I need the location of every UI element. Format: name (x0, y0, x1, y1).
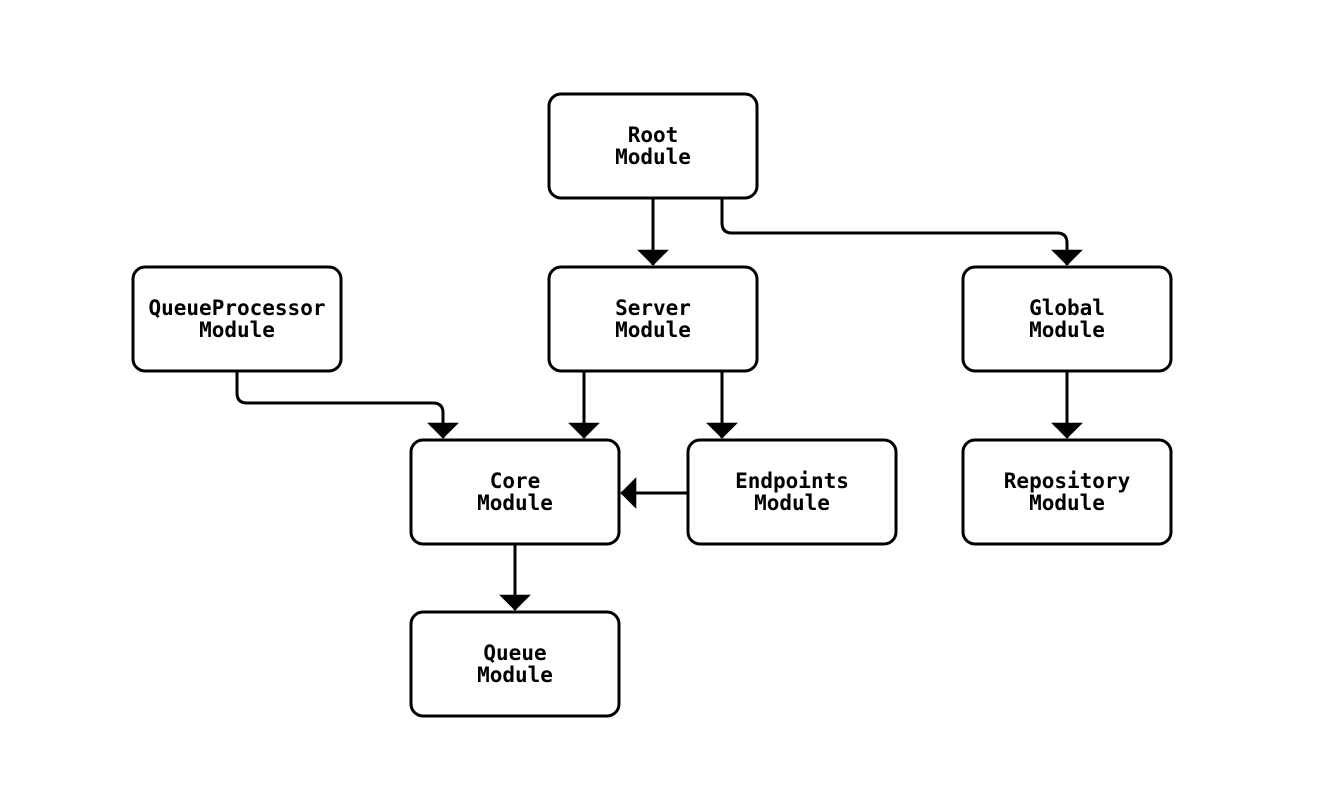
node-endpoints-module-box (686, 438, 898, 546)
node-queueprocessor-module-label-line2: Module (199, 318, 275, 342)
node-queue-module: Queue Module (409, 610, 621, 718)
node-queue-module-box (409, 610, 621, 718)
node-server-module-label-line2: Module (615, 318, 691, 342)
node-repository-module: Repository Module (961, 438, 1173, 546)
node-repository-module-label-line1: Repository (1004, 469, 1131, 493)
node-server-module: Server Module (547, 265, 759, 373)
node-root-module-label-line1: Root (628, 123, 679, 147)
node-endpoints-module: Endpoints Module (686, 438, 898, 546)
node-global-module: Global Module (961, 265, 1173, 373)
node-queue-module-label-line2: Module (477, 663, 553, 687)
node-core-module-label-line1: Core (490, 469, 541, 493)
diagram-nodes: Root Module QueueProcessor Module Server… (131, 92, 1173, 718)
node-server-module-label-line1: Server (615, 296, 691, 320)
node-endpoints-module-label-line1: Endpoints (735, 469, 849, 493)
node-queue-module-label-line1: Queue (483, 641, 546, 665)
node-server-module-box (547, 265, 759, 373)
node-queueprocessor-module-label-line1: QueueProcessor (148, 296, 325, 320)
node-endpoints-module-label-line2: Module (754, 491, 830, 515)
diagram-edges (235, 198, 1083, 611)
node-root-module-label-line2: Module (615, 145, 691, 169)
node-core-module: Core Module (409, 438, 621, 546)
node-core-module-label-line2: Module (477, 491, 553, 515)
node-core-module-box (409, 438, 621, 546)
node-global-module-box (961, 265, 1173, 373)
edge-root-to-global (720, 198, 1083, 266)
node-repository-module-label-line2: Module (1029, 491, 1105, 515)
edge-queueprocessor-to-core (235, 371, 459, 439)
node-global-module-label-line2: Module (1029, 318, 1105, 342)
node-root-module-box (547, 92, 759, 200)
node-root-module: Root Module (547, 92, 759, 200)
node-queueprocessor-module: QueueProcessor Module (131, 265, 343, 373)
node-repository-module-box (961, 438, 1173, 546)
node-queueprocessor-module-box (131, 265, 343, 373)
node-global-module-label-line1: Global (1029, 296, 1105, 320)
